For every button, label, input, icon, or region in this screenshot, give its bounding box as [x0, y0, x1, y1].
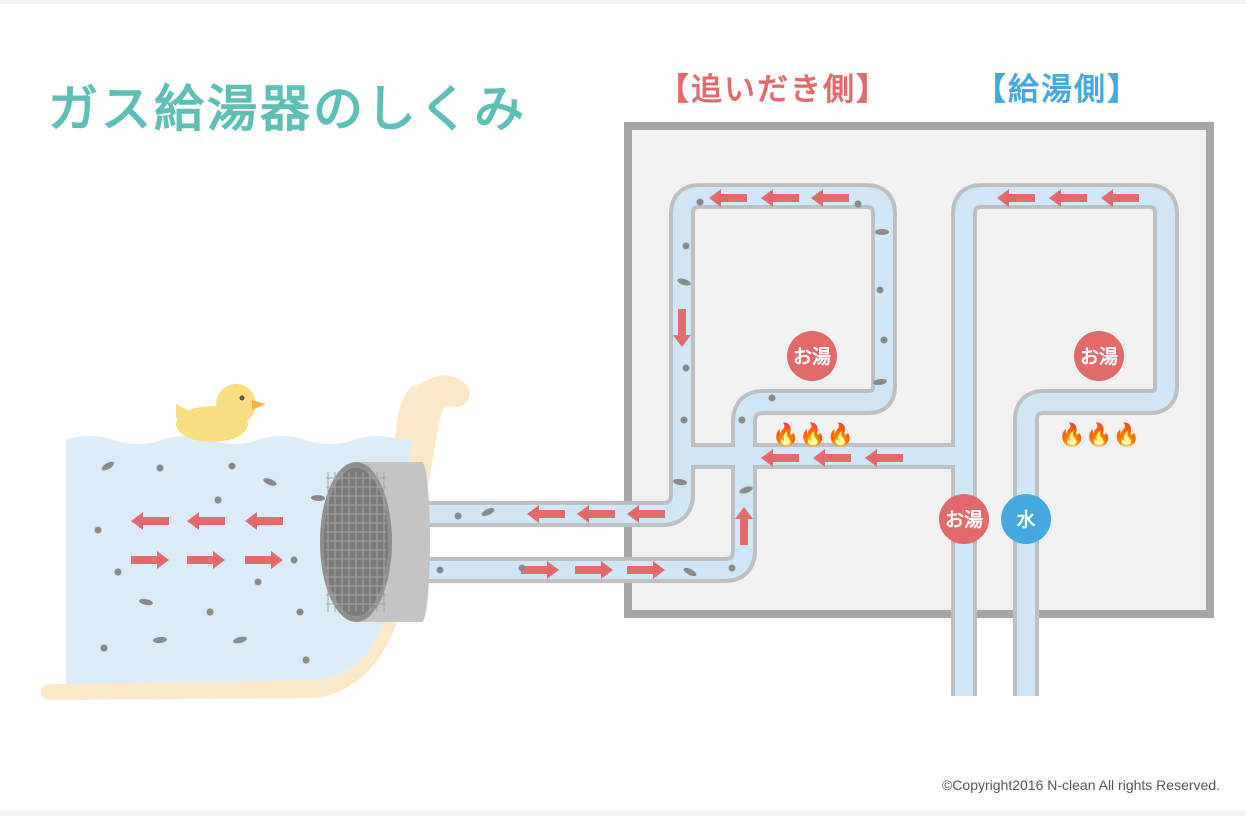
flow-arrow-right — [627, 561, 665, 579]
dirt-particle — [233, 636, 247, 644]
dirt-particle — [290, 556, 298, 564]
dirt-particle — [454, 512, 462, 520]
dirt-particle — [518, 564, 526, 572]
flow-arrow-right — [521, 561, 559, 579]
flow-arrow-left — [709, 189, 747, 207]
reheat-flame-icon: 🔥🔥🔥 — [772, 422, 854, 448]
circulation-filter — [320, 462, 430, 622]
dirt-particle — [156, 464, 164, 472]
dirt-particle — [296, 608, 304, 616]
flow-arrow-left — [865, 449, 903, 467]
flow-arrow-left — [577, 505, 615, 523]
dirt-particle — [875, 229, 889, 235]
dirt-particle — [880, 336, 888, 344]
dirt-particles — [94, 198, 889, 664]
dirt-particle — [228, 462, 236, 470]
flow-arrow-right — [187, 551, 225, 569]
supply-loop-pipe — [955, 187, 1175, 696]
flow-arrow-right — [245, 551, 283, 569]
supply-flame-icon: 🔥🔥🔥 — [1058, 422, 1140, 448]
dirt-particle — [114, 568, 122, 576]
flow-arrow-left — [527, 505, 565, 523]
flow-arrow-left — [997, 189, 1035, 207]
hot-water-outlet-badge: お湯 — [939, 494, 989, 544]
flow-arrow-up — [735, 507, 753, 545]
dirt-particle — [682, 242, 690, 250]
dirt-particle — [738, 416, 746, 424]
badge-label: お湯 — [945, 509, 983, 531]
rubber-duck-icon — [176, 384, 266, 442]
dirt-particle — [683, 567, 697, 577]
badge-label: 水 — [1016, 509, 1036, 531]
flow-arrow-left — [761, 449, 799, 467]
flow-arrow-left — [131, 512, 169, 530]
dirt-particle — [214, 496, 222, 504]
flow-arrow-down — [673, 309, 691, 347]
hot-water-badge-supply: お湯 — [1074, 331, 1124, 381]
flow-arrow-left — [761, 189, 799, 207]
dirt-particle — [696, 198, 704, 206]
dirt-particle — [481, 508, 495, 516]
dirt-particle — [876, 286, 884, 294]
dirt-particle — [682, 364, 690, 372]
dirt-particle — [854, 200, 862, 208]
dirt-particle — [206, 608, 214, 616]
flow-arrow-left — [1101, 189, 1139, 207]
flow-arrow-left — [187, 512, 225, 530]
badge-label: お湯 — [1080, 346, 1118, 368]
bathtub — [40, 375, 470, 700]
diagram-title: ガス給湯器のしくみ — [48, 80, 527, 138]
flow-arrow-left — [813, 449, 851, 467]
copyright-notice: ©Copyright2016 N-clean All rights Reserv… — [942, 777, 1220, 793]
flow-arrow-left — [1049, 189, 1087, 207]
dirt-particle — [728, 564, 736, 572]
dirt-particle — [263, 478, 277, 486]
flow-arrow-right — [575, 561, 613, 579]
flow-arrow-left — [627, 505, 665, 523]
dirt-particle — [101, 461, 115, 471]
flow-arrow-left — [245, 512, 283, 530]
dirt-particle — [680, 416, 688, 424]
filter-mesh — [326, 472, 386, 612]
flow-arrow-left — [811, 189, 849, 207]
dirt-particle — [768, 394, 776, 402]
badge-label: お湯 — [793, 346, 831, 368]
dirt-particle — [739, 486, 753, 494]
dirt-particle — [254, 578, 262, 586]
dirt-particle — [139, 598, 153, 606]
flow-arrows — [131, 189, 1139, 579]
bath-water — [66, 436, 412, 684]
reheat-side-label: 【追いだき側】 — [658, 72, 889, 108]
flow-arrow-right — [131, 551, 169, 569]
dirt-particle — [673, 478, 687, 486]
dirt-particle — [873, 378, 887, 386]
hot-water-badge-reheat: お湯 — [787, 331, 837, 381]
dirt-particle — [311, 494, 325, 502]
dirt-particle — [436, 566, 444, 574]
dirt-particle — [302, 656, 310, 664]
dirt-particle — [94, 526, 102, 534]
cold-water-inlet-badge: 水 — [1001, 494, 1051, 544]
dirt-particle — [153, 636, 167, 644]
dirt-particle — [677, 278, 691, 286]
dirt-particle — [100, 644, 108, 652]
supply-side-label: 【給湯側】 — [975, 72, 1140, 108]
